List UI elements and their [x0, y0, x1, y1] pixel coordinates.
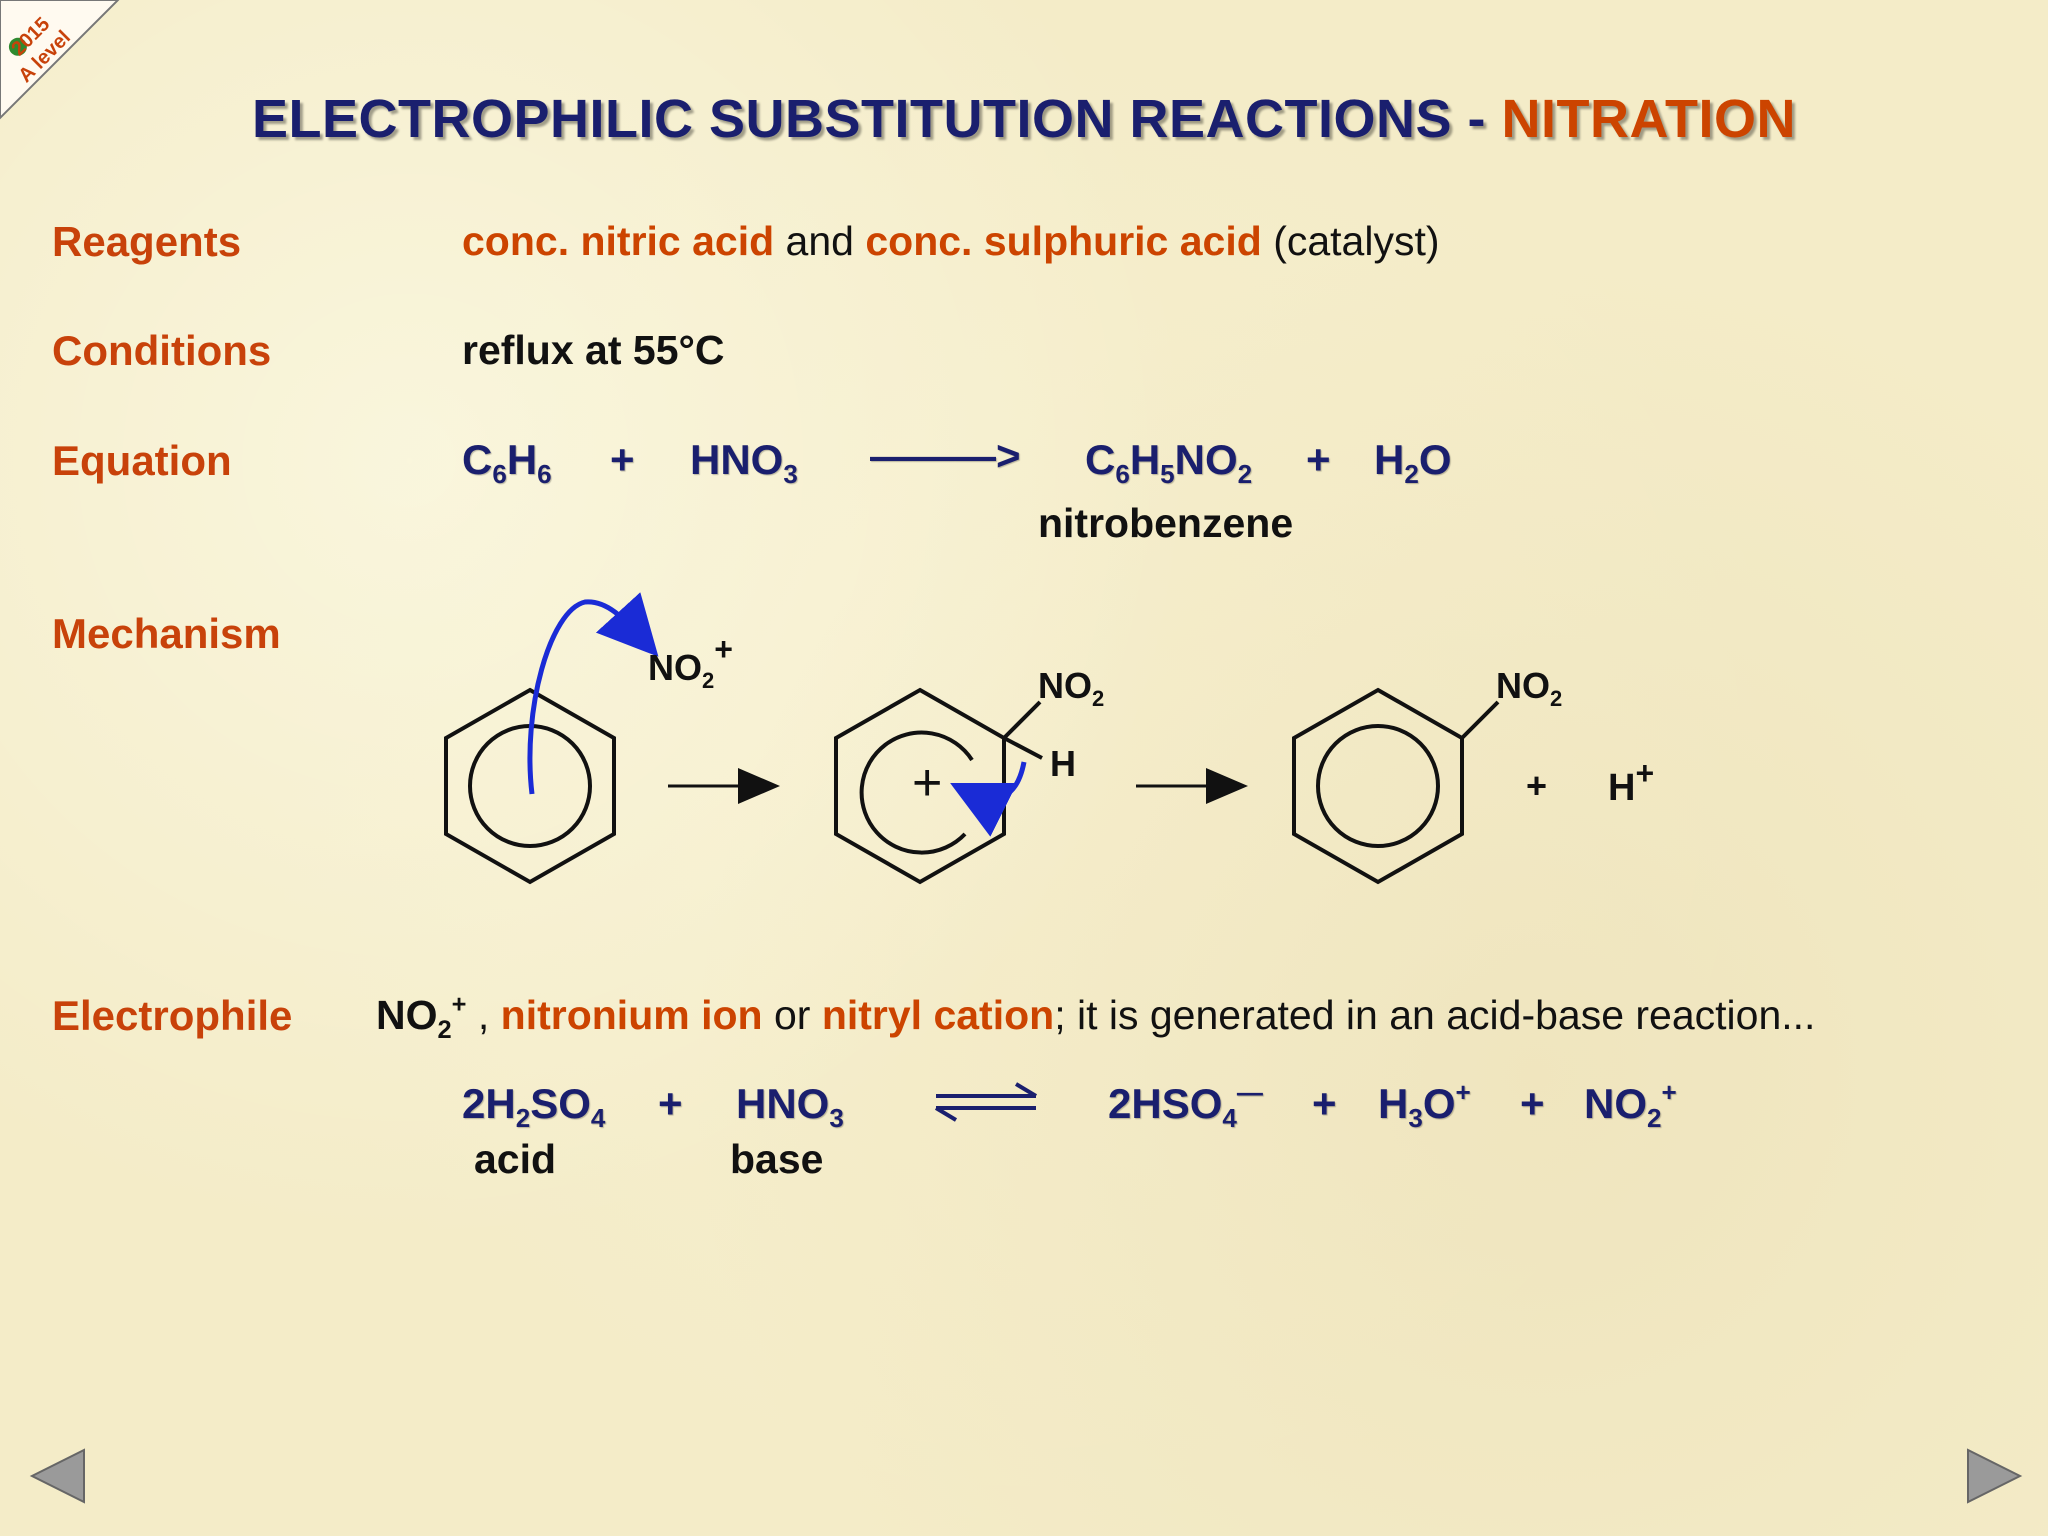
hydronium-ion: H3O+	[1378, 1077, 1471, 1134]
intermediate-ring	[834, 687, 1043, 885]
mechanism-diagram: NO2+ + NO2 H NO2 + H+	[444, 592, 1654, 885]
previous-slide-icon[interactable]	[28, 1448, 88, 1504]
base-label: base	[730, 1136, 824, 1182]
next-slide-icon[interactable]	[1964, 1448, 2024, 1504]
product-no2-label: NO2	[1496, 665, 1562, 711]
sulphuric-acid: 2H2SO4	[462, 1080, 606, 1134]
acid-base-plus-1: +	[658, 1080, 683, 1127]
curly-arrow-2	[950, 761, 1027, 837]
nitronium-ion: NO2+	[1584, 1077, 1677, 1134]
reagents-label: Reagents	[52, 218, 242, 265]
equilibrium-arrow	[934, 1082, 1038, 1122]
intermediate-no2-label: NO2	[1038, 665, 1104, 711]
corner-logo: 2015 A level	[0, 0, 120, 120]
product-water: H2O	[1374, 436, 1452, 490]
electrophile-description: NO2+ , nitronium ion or nitryl cation; i…	[376, 990, 1816, 1044]
equation-label: Equation	[52, 437, 232, 484]
reactant-nitric-acid: HNO3	[690, 436, 798, 490]
equation-plus-2: +	[1306, 436, 1331, 483]
equation-arrow: ———>	[870, 432, 1021, 479]
tree-icon	[8, 37, 27, 56]
equation-plus-1: +	[610, 436, 635, 483]
title-main: ELECTROPHILIC SUBSTITUTION REACTIONS -	[252, 89, 1502, 149]
product-name: nitrobenzene	[1038, 500, 1294, 546]
nitrobenzene-ring	[1292, 687, 1500, 885]
mechanism-plus: +	[1526, 765, 1547, 806]
page-title: ELECTROPHILIC SUBSTITUTION REACTIONS - N…	[0, 88, 2048, 150]
carbocation-charge: +	[912, 754, 942, 812]
title-accent: NITRATION	[1501, 89, 1796, 149]
curly-arrow-1	[527, 592, 659, 795]
acid-base-plus-2: +	[1312, 1080, 1337, 1127]
conditions-label: Conditions	[52, 327, 272, 374]
reagents-value: conc. nitric acid and conc. sulphuric ac…	[462, 218, 1440, 264]
acid-label: acid	[474, 1136, 557, 1182]
electrophile-label: Electrophile	[52, 992, 293, 1039]
hydrogensulphate-ion: 2HSO4—	[1108, 1077, 1263, 1134]
nitric-acid: HNO3	[736, 1080, 844, 1134]
proton-label: H+	[1608, 755, 1654, 809]
product-nitrobenzene: C6H5NO2	[1085, 436, 1253, 490]
electrophile-label: NO2+	[648, 631, 733, 693]
intermediate-h-label: H	[1050, 743, 1076, 784]
conditions-value: reflux at 55°C	[462, 327, 725, 373]
reactant-benzene: C6H6	[462, 436, 552, 490]
mechanism-label: Mechanism	[52, 610, 281, 657]
acid-base-plus-3: +	[1520, 1080, 1545, 1127]
